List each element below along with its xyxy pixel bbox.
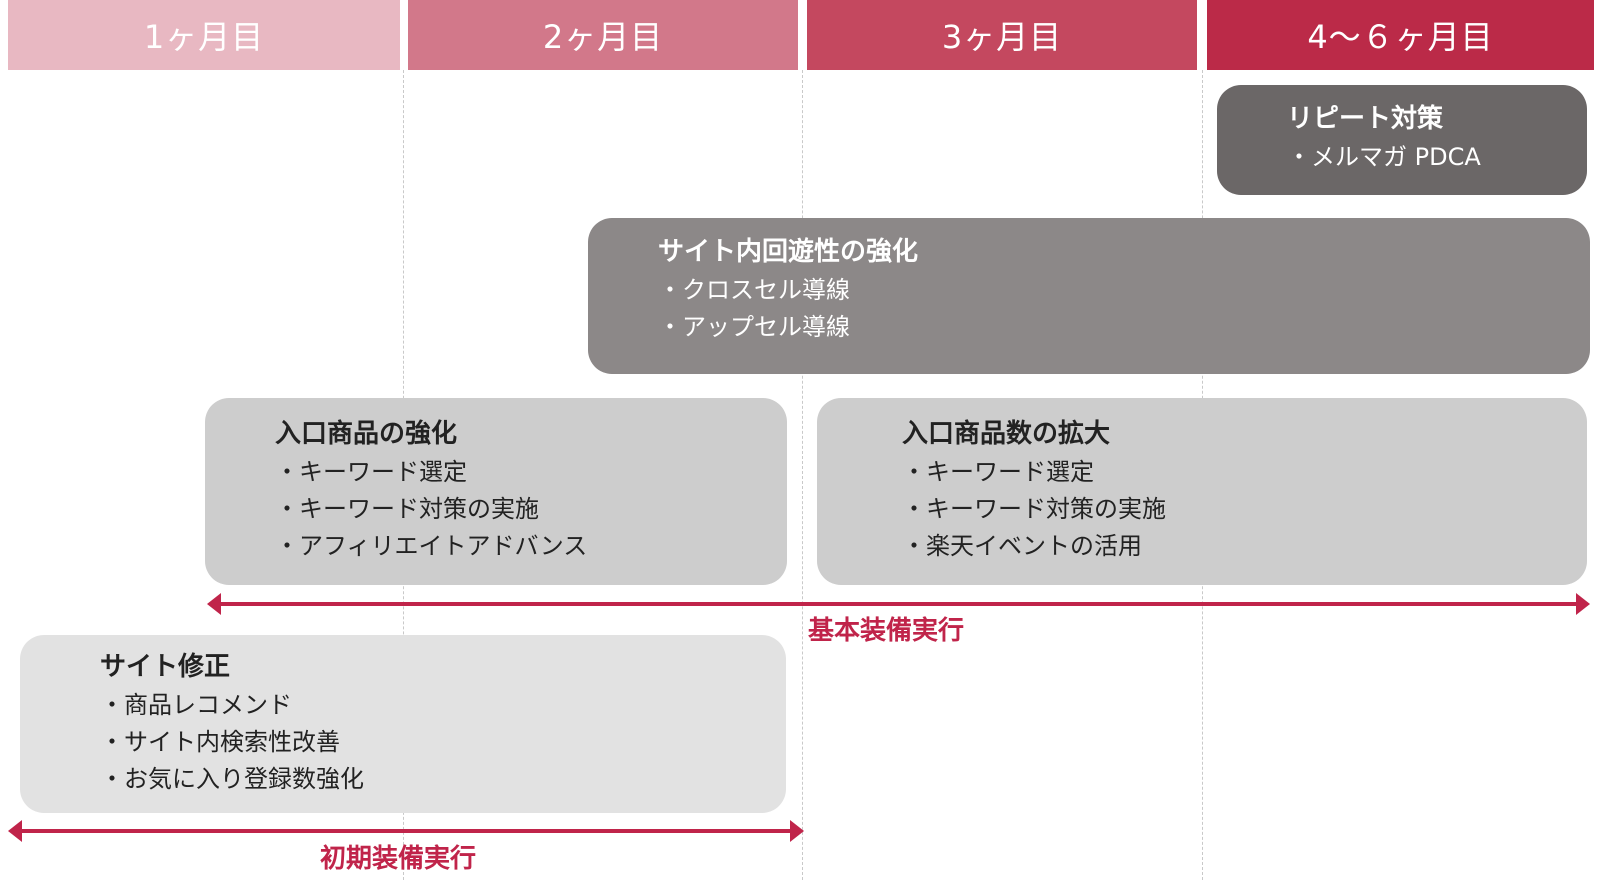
- month-header-4-6: 4～６ヶ月目: [1207, 0, 1594, 70]
- entry-product-list: キーワード選定 キーワード対策の実施 アフィリエイトアドバンス: [275, 454, 767, 565]
- initial-phase-label: 初期装備実行: [320, 844, 477, 874]
- list-item: アップセル導線: [658, 309, 1570, 346]
- list-item: サイト内検索性改善: [100, 724, 766, 761]
- arrow-head-right: [1576, 593, 1590, 615]
- list-item: キーワード選定: [275, 454, 767, 491]
- repeat-measures-list: メルマガ PDCA: [1287, 139, 1567, 176]
- basic-phase-arrow: [207, 593, 1590, 615]
- entry-product-expansion-list: キーワード選定 キーワード対策の実施 楽天イベントの活用: [902, 454, 1567, 565]
- list-item: キーワード対策の実施: [275, 491, 767, 528]
- initial-phase-arrow: [8, 820, 804, 842]
- month-header-3: 3ヶ月目: [807, 0, 1197, 70]
- list-item: キーワード対策の実施: [902, 491, 1567, 528]
- list-item: アフィリエイトアドバンス: [275, 528, 767, 565]
- entry-product-box: 入口商品の強化 キーワード選定 キーワード対策の実施 アフィリエイトアドバンス: [205, 398, 787, 585]
- entry-product-title: 入口商品の強化: [275, 419, 458, 449]
- site-navigation-title: サイト内回遊性の強化: [658, 237, 919, 267]
- entry-product-expansion-box: 入口商品数の拡大 キーワード選定 キーワード対策の実施 楽天イベントの活用: [817, 398, 1587, 585]
- list-item: お気に入り登録数強化: [100, 761, 766, 798]
- arrow-head-left: [207, 593, 221, 615]
- list-item: 商品レコメンド: [100, 687, 766, 724]
- site-fix-box: サイト修正 商品レコメンド サイト内検索性改善 お気に入り登録数強化: [20, 635, 786, 813]
- arrow-head-right: [790, 820, 804, 842]
- arrow-shaft: [217, 602, 1580, 606]
- list-item: 楽天イベントの活用: [902, 528, 1567, 565]
- month-header-1: 1ヶ月目: [8, 0, 400, 70]
- column-divider: [802, 70, 803, 880]
- arrow-shaft: [18, 829, 794, 833]
- repeat-measures-title: リピート対策: [1287, 104, 1444, 134]
- site-fix-title: サイト修正: [100, 652, 231, 682]
- entry-product-expansion-title: 入口商品数の拡大: [902, 419, 1111, 449]
- site-fix-list: 商品レコメンド サイト内検索性改善 お気に入り登録数強化: [100, 687, 766, 798]
- list-item: メルマガ PDCA: [1287, 139, 1567, 176]
- arrow-head-left: [8, 820, 22, 842]
- list-item: クロスセル導線: [658, 272, 1570, 309]
- site-navigation-list: クロスセル導線 アップセル導線: [658, 272, 1570, 346]
- repeat-measures-box: リピート対策 メルマガ PDCA: [1217, 85, 1587, 195]
- basic-phase-label: 基本装備実行: [808, 616, 965, 646]
- month-header-2: 2ヶ月目: [408, 0, 798, 70]
- list-item: キーワード選定: [902, 454, 1567, 491]
- site-navigation-box: サイト内回遊性の強化 クロスセル導線 アップセル導線: [588, 218, 1590, 374]
